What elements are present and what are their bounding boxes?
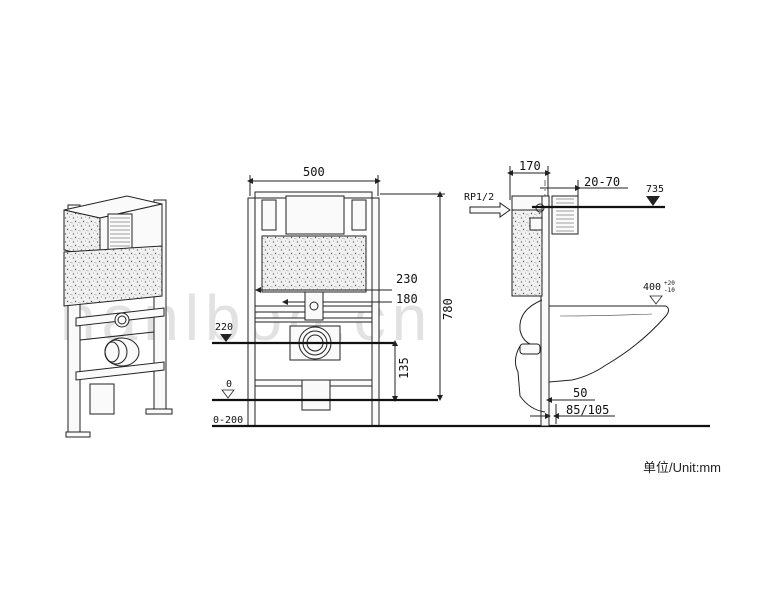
level-400: 400 (643, 282, 661, 293)
dim-180: 180 (396, 292, 418, 306)
dim-20-70: 20-70 (584, 175, 620, 189)
tolerance-plus: +20 (664, 280, 675, 287)
dim-135: 135 (397, 357, 411, 379)
dim-85-105: 85/105 (566, 403, 609, 417)
side-view: 170 20-70 RP1/2 735 (464, 159, 675, 427)
dim-780: 780 (441, 298, 455, 320)
dim-230: 230 (396, 272, 418, 286)
level-0: 0 (226, 379, 232, 390)
pipe-label-rp12: RP1/2 (464, 192, 494, 203)
level-735: 735 (646, 184, 664, 195)
front-view: 500 230 180 220 135 (212, 165, 710, 428)
level-220: 220 (215, 322, 233, 333)
dim-500: 500 (303, 165, 325, 179)
tolerance-minus: -10 (664, 287, 675, 294)
perspective-view (63, 195, 173, 438)
dim-50: 50 (573, 386, 587, 400)
level-0-200: 0-200 (213, 415, 243, 426)
units-label: 单位/Unit:mm (643, 460, 722, 475)
dim-170: 170 (519, 159, 541, 173)
